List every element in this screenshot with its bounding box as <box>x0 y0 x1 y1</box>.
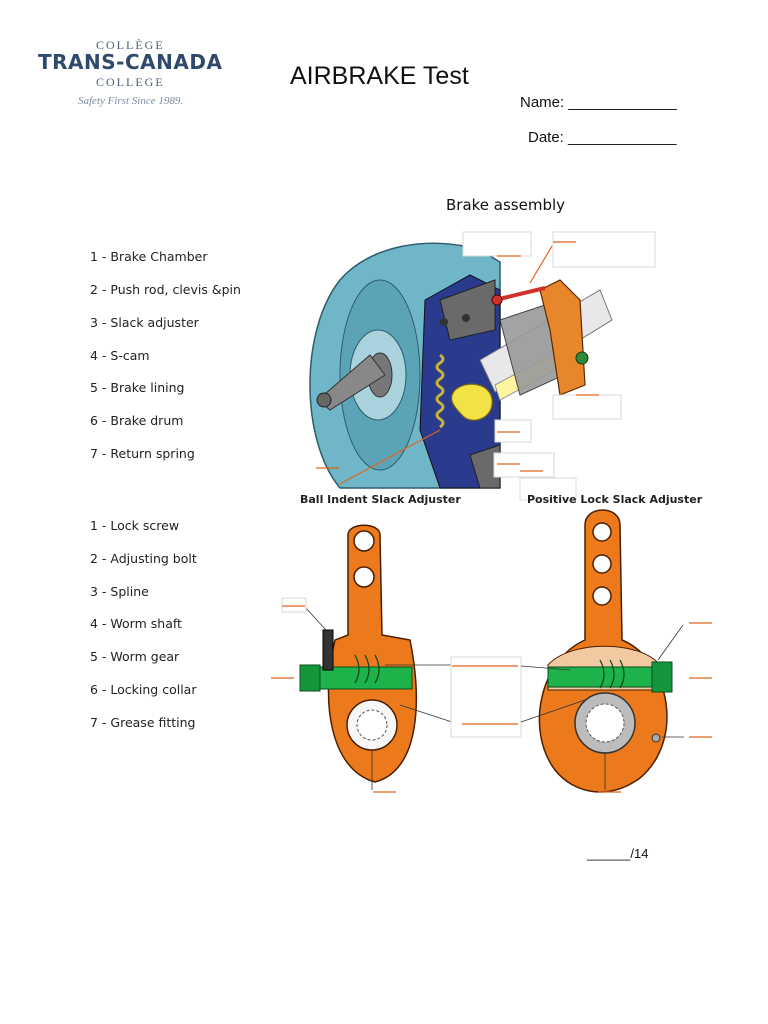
logo-bottom-text: COLLEGE <box>96 75 165 89</box>
brake-part-7: 7 - Return spring <box>90 446 195 461</box>
brake-part-1: 1 - Brake Chamber <box>90 249 208 264</box>
brake-part-4: 4 - S-cam <box>90 348 150 363</box>
page-title: AIRBRAKE Test <box>290 62 469 90</box>
brake-part-5: 5 - Brake lining <box>90 380 185 395</box>
slack-part-5: 5 - Worm gear <box>90 649 180 664</box>
brake-part-2: 2 - Push rod, clevis &pin <box>90 282 241 297</box>
brake-assembly-illustration <box>309 231 656 501</box>
slack-part-4: 4 - Worm shaft <box>90 616 182 631</box>
slack-part-7: 7 - Grease fitting <box>90 715 196 730</box>
logo-main-text: TRANS-CANADA <box>38 50 223 74</box>
slack-part-1: 1 - Lock screw <box>90 518 180 533</box>
brake-assembly-heading: Brake assembly <box>446 196 566 214</box>
logo-tagline: Safety First Since 1989. <box>78 95 184 107</box>
brake-part-6: 6 - Brake drum <box>90 413 184 428</box>
slack-part-3: 3 - Spline <box>90 584 149 599</box>
name-field[interactable]: Name: _____________ <box>520 94 677 111</box>
logo-top-text: COLLÈGE <box>96 38 165 52</box>
slack-part-6: 6 - Locking collar <box>90 682 197 697</box>
slack-part-2: 2 - Adjusting bolt <box>90 551 197 566</box>
score-field[interactable]: ______/14 <box>587 846 649 861</box>
ball-indent-slack-adjuster-illustration <box>271 524 522 793</box>
brake-part-3: 3 - Slack adjuster <box>90 315 199 330</box>
positive-lock-caption: Positive Lock Slack Adjuster <box>527 493 703 506</box>
positive-lock-slack-adjuster-illustration <box>520 509 712 793</box>
date-field[interactable]: Date: _____________ <box>528 129 677 146</box>
ball-indent-caption: Ball Indent Slack Adjuster <box>300 493 461 506</box>
